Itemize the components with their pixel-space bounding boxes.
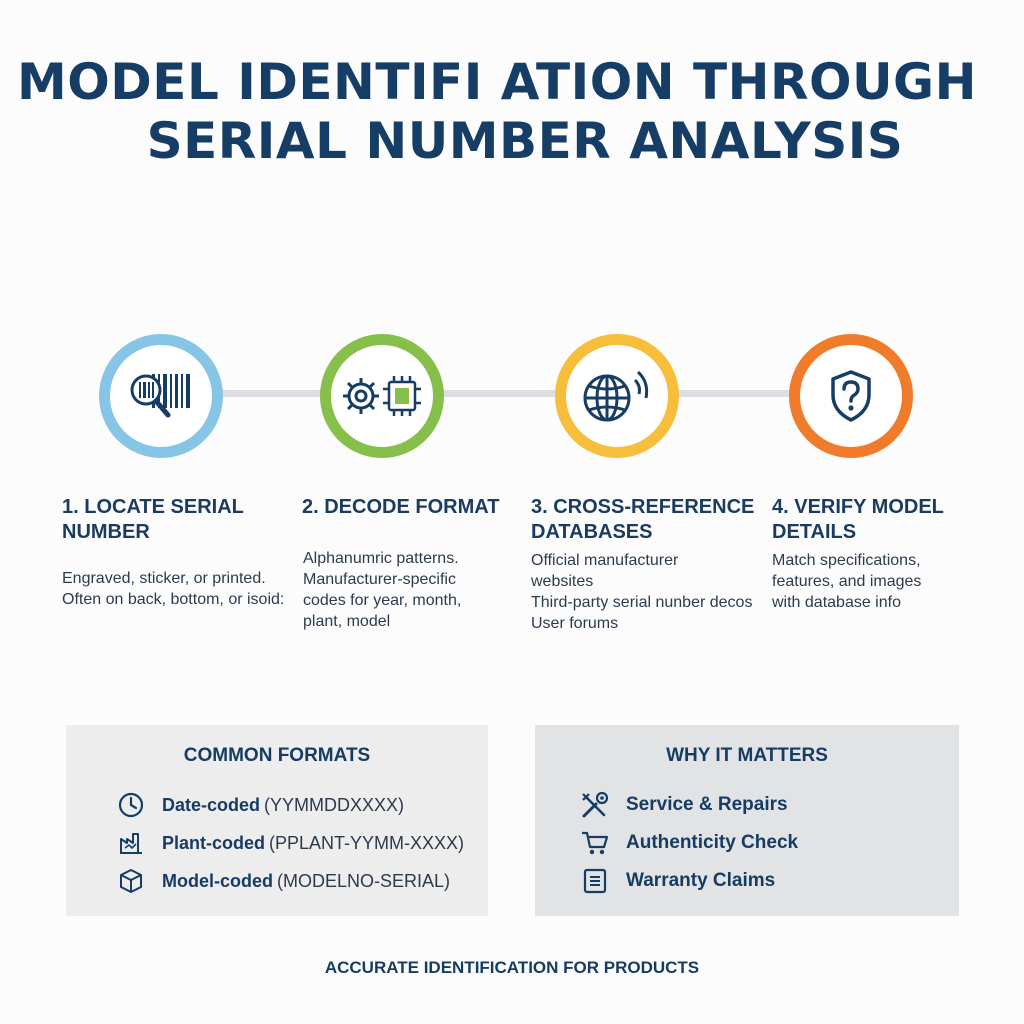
- why-it-matters-title: WHY IT MATTERS: [666, 745, 828, 766]
- step-1-description: Engraved, sticker, or printed. Often on …: [62, 570, 285, 608]
- page-title-line-1: MODEL IDENTIFI ATION THROUGH: [17, 53, 977, 111]
- benefit-item-service-repairs: Service & Repairs: [580, 790, 788, 820]
- step-1-circle: [99, 334, 223, 458]
- factory-icon: [116, 828, 146, 858]
- clock-icon: [116, 790, 146, 820]
- step-4-circle: [789, 334, 913, 458]
- magnifier-barcode-icon: [130, 374, 190, 418]
- tools-icon: [580, 790, 610, 820]
- process-connector-line: [160, 390, 860, 397]
- step-2-circle: [320, 334, 444, 458]
- step-4-description: Match specifications, features, and imag…: [772, 552, 922, 611]
- document-icon: [580, 866, 610, 896]
- box-icon: [116, 866, 146, 896]
- benefit-item-authenticity-check: Authenticity Check: [580, 828, 798, 858]
- step-3-description: Official manufacturer websites Third-par…: [531, 552, 753, 632]
- footer-tagline: ACCURATE IDENTIFICATION FOR PRODUCTS: [324, 958, 700, 977]
- cart-icon: [580, 828, 610, 858]
- format-item-model-coded: Model-coded (MODELNO-SERIAL): [116, 866, 450, 896]
- step-3-circle: [555, 334, 679, 458]
- common-formats-title: COMMON FORMATS: [183, 745, 371, 766]
- why-it-matters-panel: WHY IT MATTERS Service & Repairs Authent…: [535, 725, 959, 916]
- format-item-date-coded: Date-coded (YYMMDDXXXX): [116, 790, 404, 820]
- shield-question-icon: [831, 370, 871, 422]
- step-2-title: 2. DECODE FORMAT: [302, 496, 500, 518]
- common-formats-panel: COMMON FORMATS Date-coded (YYMMDDXXXX) P…: [66, 725, 488, 916]
- format-item-plant-coded: Plant-coded (PPLANT-YYMM-XXXX): [116, 828, 464, 858]
- gear-chip-icon: [343, 376, 421, 416]
- step-2-description: Alphanumric patterns. Manufacturer-speci…: [303, 550, 462, 630]
- page-title-line-2: SERIAL NUMBER ANALYSIS: [146, 112, 904, 170]
- benefit-item-warranty-claims: Warranty Claims: [580, 866, 775, 896]
- globe-signal-icon: [583, 370, 649, 422]
